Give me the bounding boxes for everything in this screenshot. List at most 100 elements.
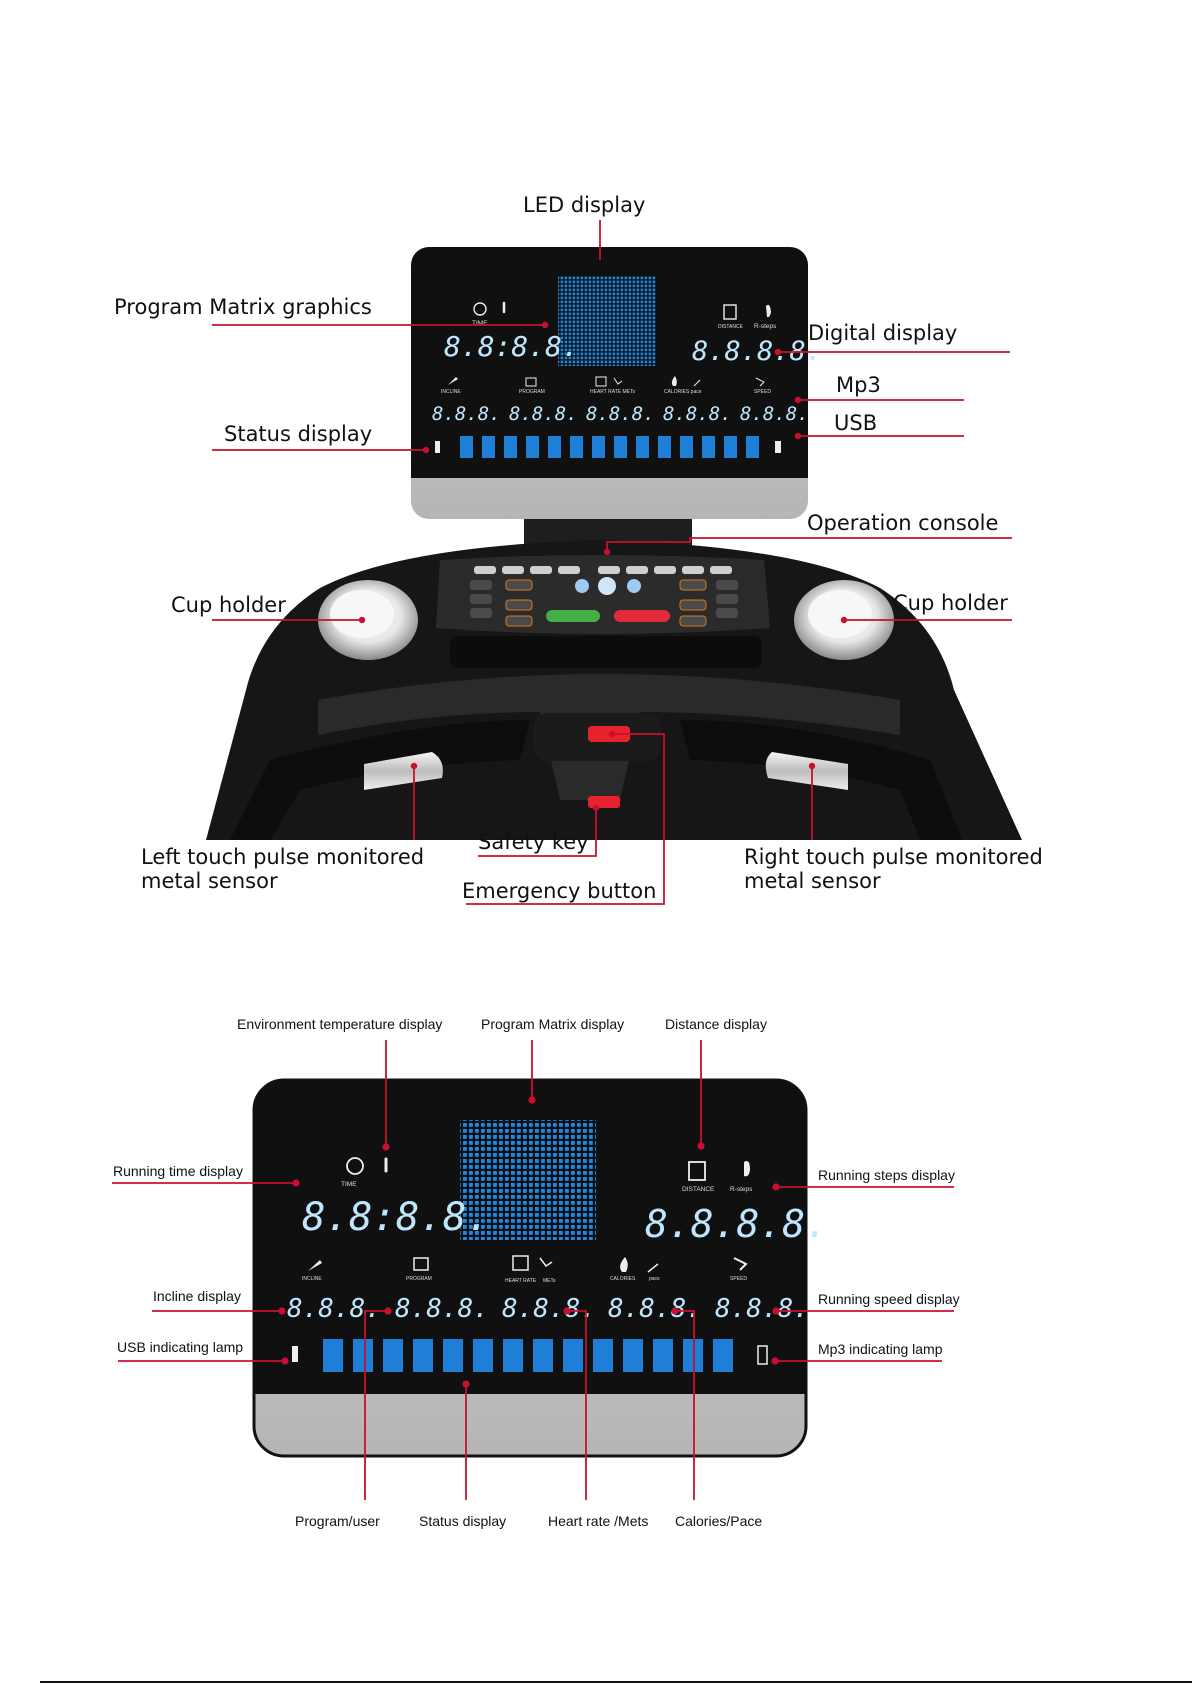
label-program-user: Program/user — [295, 1513, 380, 1529]
calories-value: 8.8.8. — [663, 403, 732, 425]
label-status-display-2: Status display — [419, 1513, 506, 1529]
steps-label-2: R-steps — [730, 1186, 753, 1193]
speed-value: 8.8.8. — [740, 403, 809, 425]
label-emergency-button: Emergency button — [462, 879, 656, 903]
label-running-time: Running time display — [113, 1163, 243, 1179]
labels-1: LED display Program Matrix graphics Digi… — [114, 193, 1043, 903]
console-top-keys[interactable] — [474, 566, 732, 574]
clock-icon — [473, 302, 487, 316]
calories-label-2: CALORIES — [610, 1276, 636, 1282]
pace-icon — [693, 379, 701, 387]
small-values-row-2: 8.8.8. 8.8.8. 8.8.8. 8.8.8. 8.8.8. — [287, 1294, 809, 1324]
leaders-1 — [212, 220, 1012, 905]
mp3-lamp-icon — [775, 441, 781, 453]
label-status-display: Status display — [224, 422, 372, 446]
speed-label-2: SPEED — [730, 1276, 747, 1282]
speed-label: SPEED — [754, 389, 771, 395]
flame-icon — [671, 376, 677, 386]
label-led-display: LED display — [523, 193, 645, 217]
small-icon-labels-2: INCLINE PROGRAM HEART RATE METs CALORIES… — [302, 1276, 747, 1284]
cup-holder-left — [318, 580, 418, 660]
small-icons-row-2 — [308, 1255, 748, 1273]
label-calories-pace: Calories/Pace — [675, 1513, 762, 1529]
label-safety-key: Safety key — [478, 830, 589, 854]
diagram-1: TIME 8.8:8.8. DISTANCE R-steps 8.8.8.8. … — [114, 193, 1043, 905]
label-usb: USB — [834, 411, 877, 435]
incline-value-2: 8.8.8. — [287, 1294, 381, 1324]
speed-icon — [755, 377, 765, 387]
label-env-temp: Environment temperature display — [237, 1016, 442, 1032]
calories-value-2: 8.8.8. — [608, 1294, 702, 1324]
distance-value-2: 8.8.8.8. — [645, 1202, 828, 1246]
label-left-sensor-line2: metal sensor — [141, 869, 278, 893]
program-icon — [525, 377, 537, 387]
label-program-matrix-graphics: Program Matrix graphics — [114, 295, 372, 319]
status-segments-2 — [323, 1339, 733, 1372]
status-segments-1 — [460, 436, 759, 458]
time-value: 8.8:8.8. — [444, 330, 579, 363]
label-program-matrix: Program Matrix display — [481, 1016, 624, 1032]
safety-key[interactable] — [588, 796, 620, 808]
console-side-keys[interactable] — [470, 579, 738, 627]
diagram-2: TIME 8.8:8.8. DISTANCE R-steps 8.8.8.8. … — [112, 1016, 960, 1529]
leaders-2 — [112, 1040, 954, 1500]
foot-icon-2 — [744, 1161, 750, 1177]
runner-icon — [613, 377, 623, 385]
mets-label-2: METs — [543, 1278, 556, 1284]
incline-label-2: INCLINE — [302, 1276, 322, 1282]
label-digital-display: Digital display — [808, 321, 957, 345]
start-key[interactable] — [546, 610, 600, 622]
leader-dots-2 — [278, 1096, 780, 1388]
label-operation-console: Operation console — [807, 511, 998, 535]
label-mp3-lamp: Mp3 indicating lamp — [818, 1341, 943, 1357]
label-heart-rate: Heart rate /Mets — [548, 1513, 648, 1529]
label-mp3: Mp3 — [836, 373, 881, 397]
mp3-lamp-icon-2 — [757, 1345, 768, 1365]
label-running-speed: Running speed display — [818, 1291, 960, 1307]
program-value: 8.8.8. — [509, 403, 578, 425]
led-screen-1: TIME 8.8:8.8. DISTANCE R-steps 8.8.8.8. … — [411, 247, 822, 519]
program-value-2: 8.8.8. — [395, 1294, 489, 1324]
time-label-2: TIME — [341, 1181, 357, 1188]
incline-value: 8.8.8. — [432, 403, 501, 425]
heart-rate-label-2: HEART RATE — [505, 1278, 537, 1284]
speed-icon-2 — [733, 1257, 748, 1271]
program-label: PROGRAM — [519, 389, 545, 395]
time-label: TIME — [472, 320, 488, 327]
time-value-2: 8.8:8.8. — [302, 1195, 490, 1240]
label-usb-lamp: USB indicating lamp — [117, 1339, 243, 1355]
heart-icon-2 — [512, 1255, 529, 1271]
pace-icon-2 — [647, 1263, 659, 1273]
runner-icon-2 — [539, 1257, 553, 1268]
clock-icon-2 — [346, 1157, 364, 1175]
label-incline: Incline display — [153, 1288, 241, 1304]
foot-icon — [766, 304, 771, 318]
distance-icon-2 — [688, 1161, 706, 1181]
label-distance: Distance display — [665, 1016, 767, 1032]
label-cup-holder-left: Cup holder — [171, 593, 286, 617]
label-running-steps: Running steps display — [818, 1167, 955, 1183]
leader-dots-1 — [358, 321, 848, 812]
flame-icon-2 — [620, 1257, 628, 1272]
stop-pause-key[interactable] — [614, 610, 670, 622]
label-left-sensor-line1: Left touch pulse monitored — [141, 845, 424, 869]
right-pulse-sensor — [765, 752, 848, 790]
media-keys[interactable] — [575, 577, 641, 595]
distance-label-2: DISTANCE — [682, 1186, 715, 1193]
small-values-row: 8.8.8. 8.8.8. 8.8.8. 8.8.8. 8.8.8. — [432, 403, 809, 425]
program-matrix — [558, 276, 656, 366]
heart-rate-value-2: 8.8.8. — [502, 1294, 596, 1324]
labels-2: Environment temperature display Program … — [113, 1016, 960, 1529]
speed-value-2: 8.8.8. — [715, 1294, 809, 1324]
heart-rate-label: HEART RATE METs — [590, 389, 636, 395]
incline-icon-2 — [308, 1260, 322, 1271]
usb-lamp-icon-2 — [292, 1346, 298, 1362]
label-cup-holder-right: Cup holder — [893, 591, 1008, 615]
usb-lamp-icon — [435, 441, 440, 453]
left-pulse-sensor — [364, 752, 443, 790]
program-matrix-2 — [460, 1120, 596, 1240]
calories-label: CALORIES pace — [664, 389, 702, 395]
incline-icon — [448, 377, 458, 385]
distance-icon — [723, 304, 737, 320]
